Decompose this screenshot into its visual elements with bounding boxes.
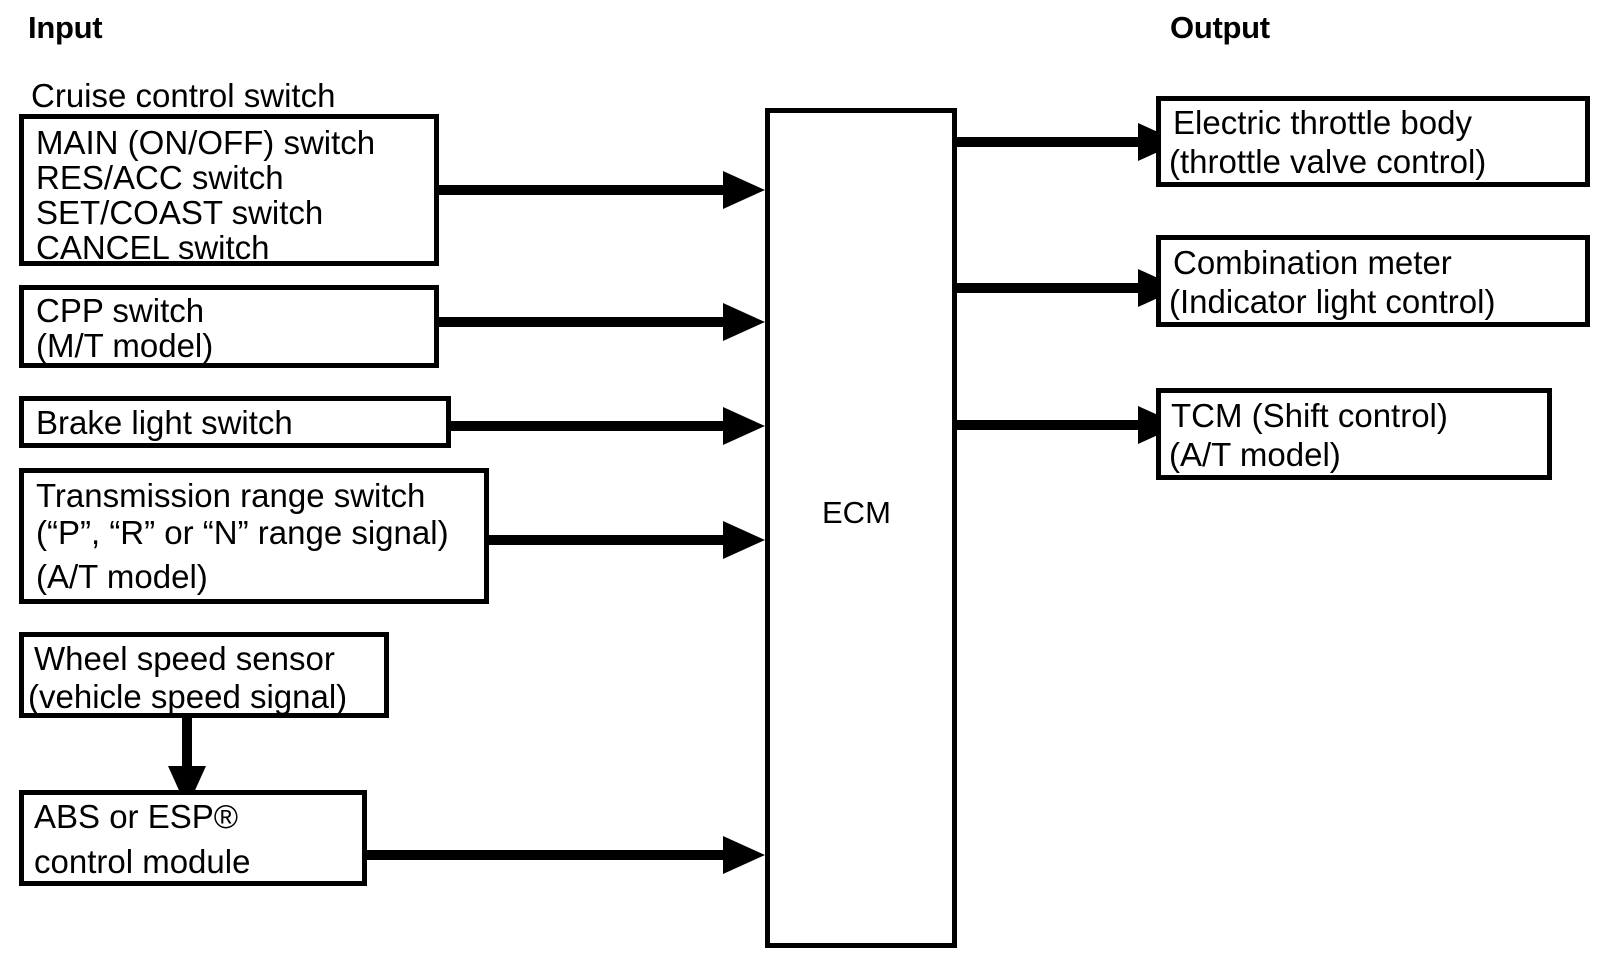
wheel-speed-line-2: (vehicle speed signal) [28, 678, 348, 715]
ecm-block[interactable] [765, 108, 957, 948]
abs-line-1: ABS or ESP® [34, 798, 239, 835]
output-header: Output [1170, 10, 1270, 45]
cpp-line-1: CPP switch [36, 292, 205, 329]
cruise-line-cancel: CANCEL switch [36, 229, 270, 266]
input-box-brake-light-switch[interactable]: Brake light switch [19, 396, 451, 448]
input-box-cpp-switch[interactable]: CPP switch (M/T model) [19, 285, 439, 368]
trans-line-1: Transmission range switch [36, 477, 426, 514]
throttle-line-2: (throttle valve control) [1169, 143, 1487, 180]
tcm-line-1: TCM (Shift control) [1171, 397, 1448, 434]
trans-line-2: (“P”, “R” or “N” range signal) [36, 514, 449, 551]
input-box-wheel-speed-sensor[interactable]: Wheel speed sensor (vehicle speed signal… [19, 632, 389, 718]
cruise-control-group-label: Cruise control switch [31, 77, 336, 114]
abs-line-2: control module [34, 843, 251, 880]
cruise-line-main: MAIN (ON/OFF) switch [36, 124, 376, 161]
input-box-abs-esp-control-module[interactable]: ABS or ESP® control module [19, 790, 367, 886]
output-box-tcm[interactable]: TCM (Shift control) (A/T model) [1156, 388, 1552, 480]
trans-line-3: (A/T model) [36, 558, 208, 595]
cruise-line-set-coast: SET/COAST switch [36, 194, 324, 231]
tcm-line-2: (A/T model) [1169, 436, 1341, 473]
input-header: Input [28, 10, 103, 45]
output-box-electric-throttle-body[interactable]: Electric throttle body (throttle valve c… [1156, 96, 1590, 187]
cruise-line-res-acc: RES/ACC switch [36, 159, 284, 196]
combination-meter-line-1: Combination meter [1173, 244, 1452, 281]
wheel-speed-line-1: Wheel speed sensor [34, 640, 335, 677]
input-box-cruise-control-switch[interactable]: MAIN (ON/OFF) switch RES/ACC switch SET/… [19, 114, 439, 266]
cpp-line-2: (M/T model) [36, 327, 214, 364]
brake-light-line-1: Brake light switch [36, 404, 293, 441]
output-box-combination-meter[interactable]: Combination meter (Indicator light contr… [1156, 235, 1590, 327]
ecm-label: ECM [822, 495, 891, 530]
input-box-transmission-range-switch[interactable]: Transmission range switch (“P”, “R” or “… [19, 468, 489, 604]
combination-meter-line-2: (Indicator light control) [1169, 283, 1496, 320]
throttle-line-1: Electric throttle body [1173, 104, 1472, 141]
